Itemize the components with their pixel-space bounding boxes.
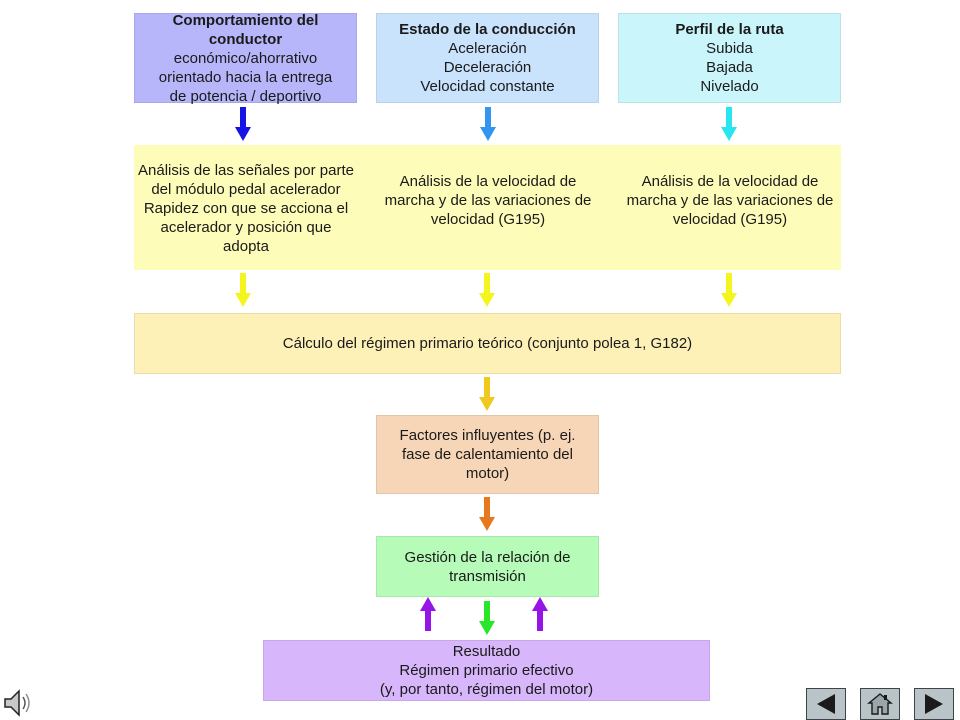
arrow-result-to-gestion-left	[420, 597, 436, 631]
driver-behavior-line-2: orientado hacia la entrega	[158, 68, 333, 86]
arrow-state-down	[480, 107, 496, 141]
arrow-driver-down	[235, 107, 251, 141]
route-profile-line-2: Bajada	[706, 59, 753, 76]
result-line-3: (y, por tanto, régimen del motor)	[379, 681, 594, 698]
driver-behavior-line-1: económico/ahorrativo	[173, 49, 318, 67]
driving-state-line-2: Deceleración	[443, 59, 532, 76]
analysis-pedal-cell: Análisis de las señales por parte del mó…	[136, 150, 356, 266]
arrow-pedal-to-calc	[235, 273, 251, 307]
arrow-route-down	[721, 107, 737, 141]
factors-text: Factores influyentes (p. ej. fase de cal…	[399, 427, 576, 482]
analysis-speed-cell-right: Análisis de la velocidad de marcha y de …	[622, 150, 838, 250]
previous-button[interactable]	[806, 688, 846, 720]
gestion-text: Gestión de la relación de transmisión	[404, 548, 571, 585]
driving-state-line-3: Velocidad constante	[420, 78, 555, 95]
previous-arrow-icon	[817, 694, 835, 714]
driving-state-line-1: Aceleración	[448, 40, 527, 57]
result-line-2: Régimen primario efectivo	[399, 662, 574, 679]
gestion-box: Gestión de la relación de transmisión	[376, 536, 599, 597]
arrow-result-to-gestion-right	[532, 597, 548, 631]
analysis-speed-cell-middle: Análisis de la velocidad de marcha y de …	[380, 150, 596, 250]
analysis-pedal-text: Análisis de las señales por parte del mó…	[138, 161, 354, 198]
next-arrow-icon	[925, 694, 943, 714]
next-button[interactable]	[914, 688, 954, 720]
calculation-box: Cálculo del régimen primario teórico (co…	[134, 313, 841, 374]
route-profile-line-3: Nivelado	[700, 78, 759, 95]
driving-state-title: Estado de la conducción	[399, 21, 576, 38]
analysis-speed-text-middle: Análisis de la velocidad de marcha y de …	[384, 172, 592, 228]
arrow-calc-to-factors	[479, 377, 495, 411]
home-button[interactable]	[860, 688, 900, 720]
result-line-1: Resultado	[452, 643, 521, 660]
speaker-icon[interactable]	[2, 687, 32, 719]
arrow-gestion-to-result	[479, 601, 495, 635]
route-profile-box: Perfil de la ruta Subida Bajada Nivelado	[618, 13, 841, 103]
arrow-speed-middle-to-calc	[479, 273, 495, 307]
factors-box: Factores influyentes (p. ej. fase de cal…	[376, 415, 599, 494]
driver-behavior-box: Comportamiento del conductor económico/a…	[134, 11, 357, 105]
analysis-pedal-text-2: Rapidez con que se acciona el acelerador…	[143, 199, 349, 255]
route-profile-line-1: Subida	[706, 40, 753, 57]
result-box: Resultado Régimen primario efectivo (y, …	[263, 640, 710, 701]
driving-state-box: Estado de la conducción Aceleración Dece…	[376, 13, 599, 103]
arrow-factors-to-gestion	[479, 497, 495, 531]
analysis-band	[134, 145, 841, 270]
arrow-speed-right-to-calc	[721, 273, 737, 307]
home-icon	[867, 693, 893, 715]
calculation-text: Cálculo del régimen primario teórico (co…	[282, 335, 693, 352]
driver-behavior-title: Comportamiento del conductor	[172, 11, 319, 48]
route-profile-title: Perfil de la ruta	[675, 21, 784, 38]
driver-behavior-line-3: de potencia / deportivo	[169, 87, 322, 105]
analysis-speed-text-right: Análisis de la velocidad de marcha y de …	[626, 172, 834, 228]
